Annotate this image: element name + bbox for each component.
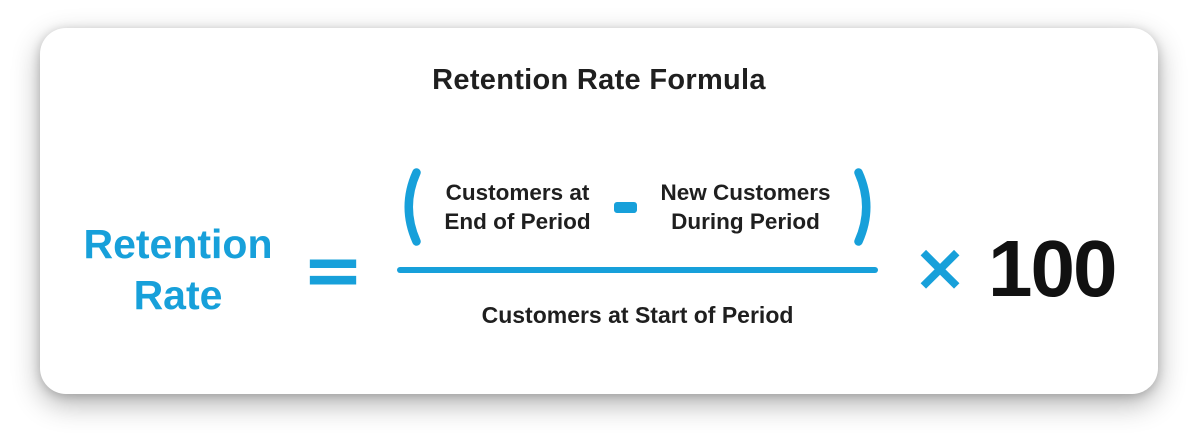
retention-rate-line2: Rate [133,272,223,318]
close-paren-icon [854,168,871,246]
term-new-customers: New Customers During Period [661,178,831,236]
formula-numerator: Customers at End of Period New Customers… [397,165,878,249]
retention-rate-label: Retention Rate [58,219,298,321]
retention-rate-line1: Retention [83,221,273,267]
formula-denominator: Customers at Start of Period [481,302,794,328]
term-customers-end: Customers at End of Period [444,178,590,236]
term-new-customers-line1: New Customers [660,180,831,205]
multiplier-value: 100 [988,224,1117,313]
minus-sign [614,201,638,213]
term-customers-end-line1: Customers at [445,180,590,205]
page-title: Retention Rate Formula [432,64,766,96]
formula-card: Retention Rate Formula Retention Rate = … [40,28,1158,394]
multiply-sign: × [912,229,968,306]
equals-sign: = [301,227,364,313]
open-paren-icon [404,168,421,246]
fraction-bar [397,267,878,273]
term-customers-end-line2: End of Period [444,209,591,234]
term-new-customers-line2: During Period [671,209,820,234]
